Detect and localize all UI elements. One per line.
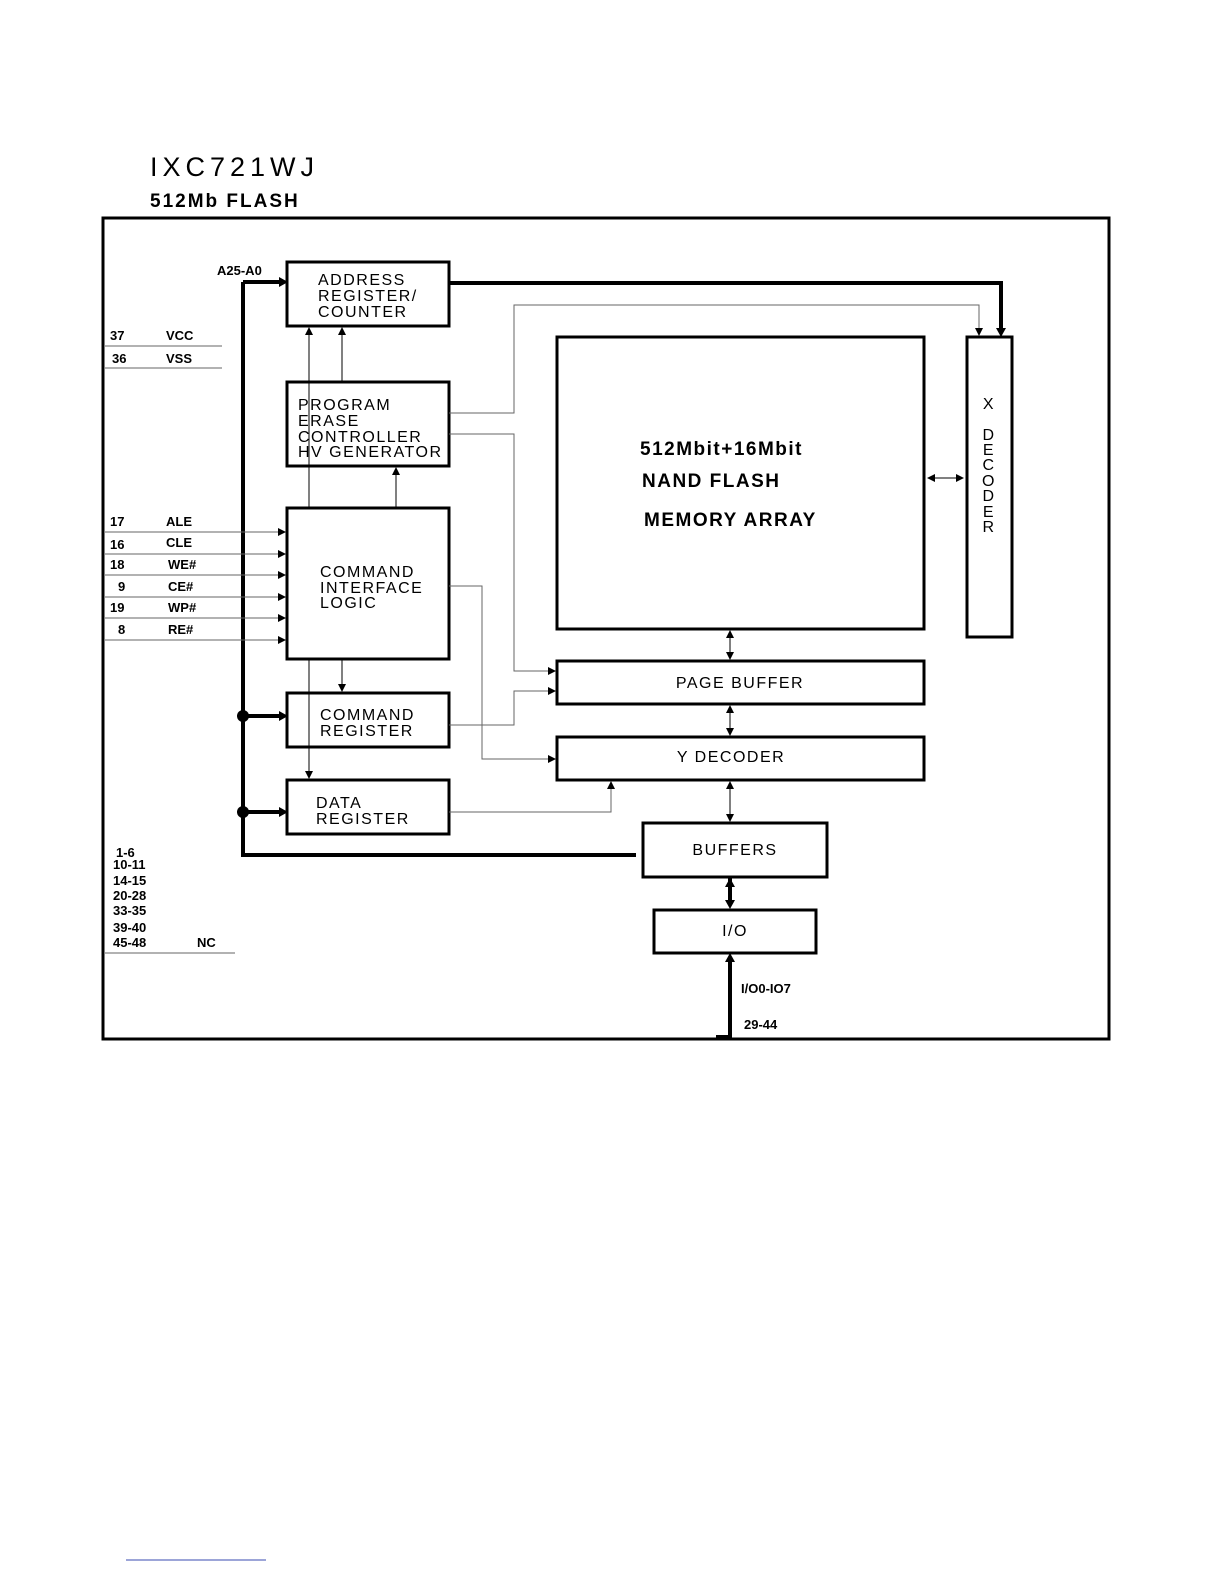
io-pin-arrowhead xyxy=(725,953,735,962)
x-decoder-bus-arrowhead xyxy=(996,328,1006,337)
nc-range-6: 45-48 xyxy=(113,935,146,950)
address-bus-arrowhead xyxy=(279,277,288,287)
control-pin-we: 18 WE# xyxy=(105,557,286,579)
ale-pin-number: 17 xyxy=(110,514,124,529)
program-erase-line4: HV GENERATOR xyxy=(298,444,443,461)
power-pin-vcc: 37 VCC xyxy=(105,328,222,347)
vcc-pin-number: 37 xyxy=(110,328,124,343)
memory-array-line1: 512Mbit+16Mbit xyxy=(640,439,803,460)
x-decoder-char-6: E xyxy=(983,504,995,521)
nc-range-4: 33-35 xyxy=(113,903,146,918)
memory-array-line3: MEMORY ARRAY xyxy=(644,510,817,531)
program-erase-line3: CONTROLLER xyxy=(298,429,422,446)
y-decoder-label: Y DECODER xyxy=(677,749,785,766)
nc-range-3: 20-28 xyxy=(113,888,146,903)
address-register-line3: COUNTER xyxy=(318,304,408,321)
data-register-block: DATA REGISTER xyxy=(285,778,451,836)
address-to-x-decoder-bus xyxy=(449,281,1003,330)
wp-pin-name: WP# xyxy=(168,600,197,615)
page-buffer-label: PAGE BUFFER xyxy=(676,675,804,692)
vss-pin-number: 36 xyxy=(112,351,126,366)
part-number: IXC721WJ xyxy=(150,152,319,182)
wp-pin-number: 19 xyxy=(110,600,124,615)
command-interface-line2: INTERFACE xyxy=(320,580,423,597)
x-decoder-char-7: R xyxy=(982,519,995,536)
x-decoder-char-5: D xyxy=(982,488,995,505)
io-label: I/O xyxy=(722,923,748,940)
x-decoder-char-1: D xyxy=(982,427,995,444)
control-pin-ce: 9 CE# xyxy=(105,579,286,601)
command-register-block: COMMAND REGISTER xyxy=(285,691,451,749)
command-interface-line3: LOGIC xyxy=(320,595,377,612)
nc-range-1: 10-11 xyxy=(113,857,146,872)
power-pin-vss: 36 VSS xyxy=(105,351,222,369)
nc-range-0: 1-6 xyxy=(116,845,135,860)
cle-pin-number: 16 xyxy=(110,537,124,552)
cle-pin-name: CLE xyxy=(166,535,192,550)
datareg-to-y-decoder-line xyxy=(449,781,615,813)
nc-label: NC xyxy=(197,935,216,950)
io-pins-label: 29-44 xyxy=(744,1017,778,1032)
ce-pin-number: 9 xyxy=(118,579,125,594)
program-erase-line1: PROGRAM xyxy=(298,397,391,414)
buffers-label: BUFFERS xyxy=(692,842,777,859)
memory-array-block: 512Mbit+16Mbit NAND FLASH MEMORY ARRAY xyxy=(555,335,926,631)
re-pin-name: RE# xyxy=(168,622,194,637)
data-register-line2: REGISTER xyxy=(316,811,410,828)
command-interface-line1: COMMAND xyxy=(320,564,415,581)
command-register-line1: COMMAND xyxy=(320,707,415,724)
io-block: I/O xyxy=(652,908,818,955)
address-bus-label: A25-A0 xyxy=(217,263,262,278)
pe-to-x-decoder-line xyxy=(449,304,983,414)
x-decoder-char-4: O xyxy=(982,473,996,490)
command-register-bus-arrowhead xyxy=(279,711,288,721)
data-register-bus-arrowhead xyxy=(279,807,288,817)
cmdreg-to-page-buffer-line xyxy=(449,687,556,726)
y-decoder-block: Y DECODER xyxy=(555,735,926,782)
ale-pin-name: ALE xyxy=(166,514,192,529)
nc-range-5: 39-40 xyxy=(113,920,146,935)
data-register-junction xyxy=(237,806,249,818)
program-erase-line2: ERASE xyxy=(298,413,360,430)
address-register-line2: REGISTER/ xyxy=(318,288,418,305)
program-erase-controller-block: PROGRAM ERASE CONTROLLER HV GENERATOR xyxy=(285,380,451,468)
control-pin-ale: 17 ALE xyxy=(105,514,286,536)
control-pin-re: 8 RE# xyxy=(105,622,286,644)
page-buffer-block: PAGE BUFFER xyxy=(555,659,926,706)
ce-pin-name: CE# xyxy=(168,579,194,594)
buffers-io-arrow-down xyxy=(725,900,735,909)
diagram-frame xyxy=(101,216,1111,1041)
we-pin-name: WE# xyxy=(168,557,197,572)
control-pin-cle: 16 CLE xyxy=(105,535,286,558)
x-decoder-char-2: E xyxy=(983,442,995,459)
x-decoder-block: X D E C O D E R xyxy=(965,335,1014,639)
command-register-line2: REGISTER xyxy=(320,723,414,740)
vcc-pin-name: VCC xyxy=(166,328,194,343)
control-pin-wp: 19 WP# xyxy=(105,600,286,622)
memory-array-line2: NAND FLASH xyxy=(642,471,781,492)
address-register-block: ADDRESS REGISTER/ COUNTER xyxy=(285,260,451,328)
data-register-line1: DATA xyxy=(316,795,362,812)
vss-pin-name: VSS xyxy=(166,351,192,366)
command-interface-logic-block: COMMAND INTERFACE LOGIC xyxy=(285,506,451,661)
address-register-line1: ADDRESS xyxy=(318,272,406,289)
x-decoder-char-0: X xyxy=(983,396,995,413)
subtitle: 512Mb FLASH xyxy=(150,191,300,212)
pe-to-page-buffer-line xyxy=(449,433,556,675)
command-register-junction xyxy=(237,710,249,722)
nc-pins: 1-6 10-11 14-15 20-28 33-35 39-40 45-48 … xyxy=(105,845,235,954)
x-decoder-char-3: C xyxy=(982,457,995,474)
io-bus-label: I/O0-IO7 xyxy=(741,981,791,996)
buffers-block: BUFFERS xyxy=(641,821,829,879)
we-pin-number: 18 xyxy=(110,557,124,572)
cmd-to-y-decoder-line xyxy=(449,585,556,763)
nc-range-2: 14-15 xyxy=(113,873,146,888)
re-pin-number: 8 xyxy=(118,622,125,637)
buffers-io-arrow-up xyxy=(725,878,735,887)
